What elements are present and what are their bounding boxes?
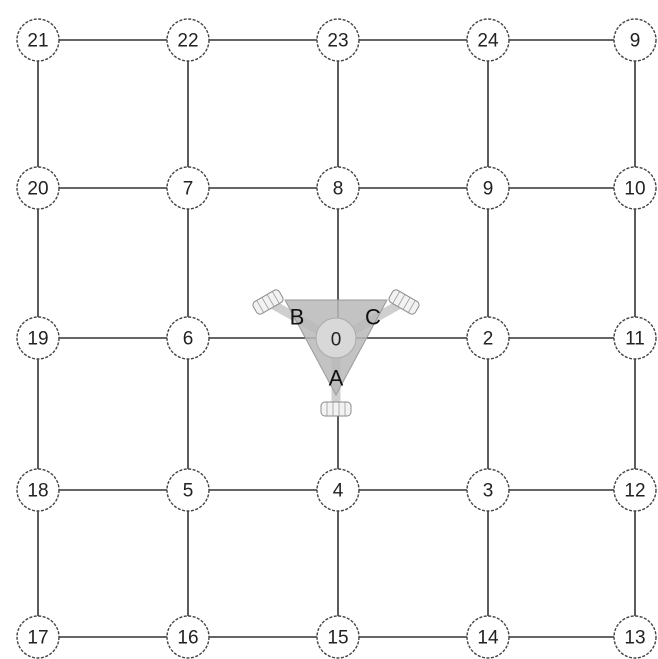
grid-node: 5 xyxy=(167,469,209,511)
wheel-a xyxy=(321,402,351,416)
wheel-label-c: C xyxy=(365,305,381,330)
grid-node: 20 xyxy=(17,167,59,209)
grid-node-label: 23 xyxy=(327,31,348,52)
grid-node-label: 18 xyxy=(27,481,48,502)
grid-node: 8 xyxy=(317,167,359,209)
grid-node-label: 4 xyxy=(333,481,344,502)
grid-node: 23 xyxy=(317,19,359,61)
grid-node: 3 xyxy=(467,469,509,511)
grid-node-label: 14 xyxy=(477,628,499,649)
grid-node-label: 16 xyxy=(177,628,198,649)
grid-node-label: 6 xyxy=(183,329,194,350)
grid-node: 4 xyxy=(317,469,359,511)
grid-node: 15 xyxy=(317,616,359,658)
grid-node: 9 xyxy=(614,19,656,61)
grid-node-label: 24 xyxy=(477,31,499,52)
grid-node-label: 3 xyxy=(483,481,494,502)
grid-node-label: 17 xyxy=(27,628,48,649)
grid-node: 7 xyxy=(167,167,209,209)
wheel-label-b: B xyxy=(290,305,305,330)
grid-node-label: 11 xyxy=(625,329,645,350)
grid-node-label: 10 xyxy=(624,179,645,200)
grid-node: 14 xyxy=(467,616,509,658)
grid-node: 16 xyxy=(167,616,209,658)
grid-node-label: 7 xyxy=(183,179,194,200)
grid-node: 17 xyxy=(17,616,59,658)
grid-node: 11 xyxy=(614,317,656,359)
grid-node: 21 xyxy=(17,19,59,61)
grid-node-label: 8 xyxy=(333,179,344,200)
grid-node: 22 xyxy=(167,19,209,61)
grid-node-label: 19 xyxy=(27,329,48,350)
grid-node-label: 13 xyxy=(624,628,645,649)
grid-node: 24 xyxy=(467,19,509,61)
robot-center-label: 0 xyxy=(331,330,342,351)
omni-robot: 0 B C A xyxy=(252,288,421,416)
grid-node-label: 20 xyxy=(27,179,48,200)
wheel-label-a: A xyxy=(329,366,344,391)
grid-node: 6 xyxy=(167,317,209,359)
grid-node: 12 xyxy=(614,469,656,511)
grid-node-label: 9 xyxy=(483,179,494,200)
grid-node-label: 15 xyxy=(327,628,348,649)
grid-node: 9 xyxy=(467,167,509,209)
grid-node-label: 2 xyxy=(483,329,494,350)
grid-node-label: 21 xyxy=(27,31,48,52)
grid-node-label: 9 xyxy=(630,31,641,52)
grid-node: 10 xyxy=(614,167,656,209)
grid-node: 2 xyxy=(467,317,509,359)
grid-node-label: 5 xyxy=(183,481,194,502)
grid-node: 18 xyxy=(17,469,59,511)
grid-node-label: 22 xyxy=(177,31,198,52)
grid-node: 19 xyxy=(17,317,59,359)
grid-node-label: 12 xyxy=(624,481,645,502)
grid-node: 13 xyxy=(614,616,656,658)
